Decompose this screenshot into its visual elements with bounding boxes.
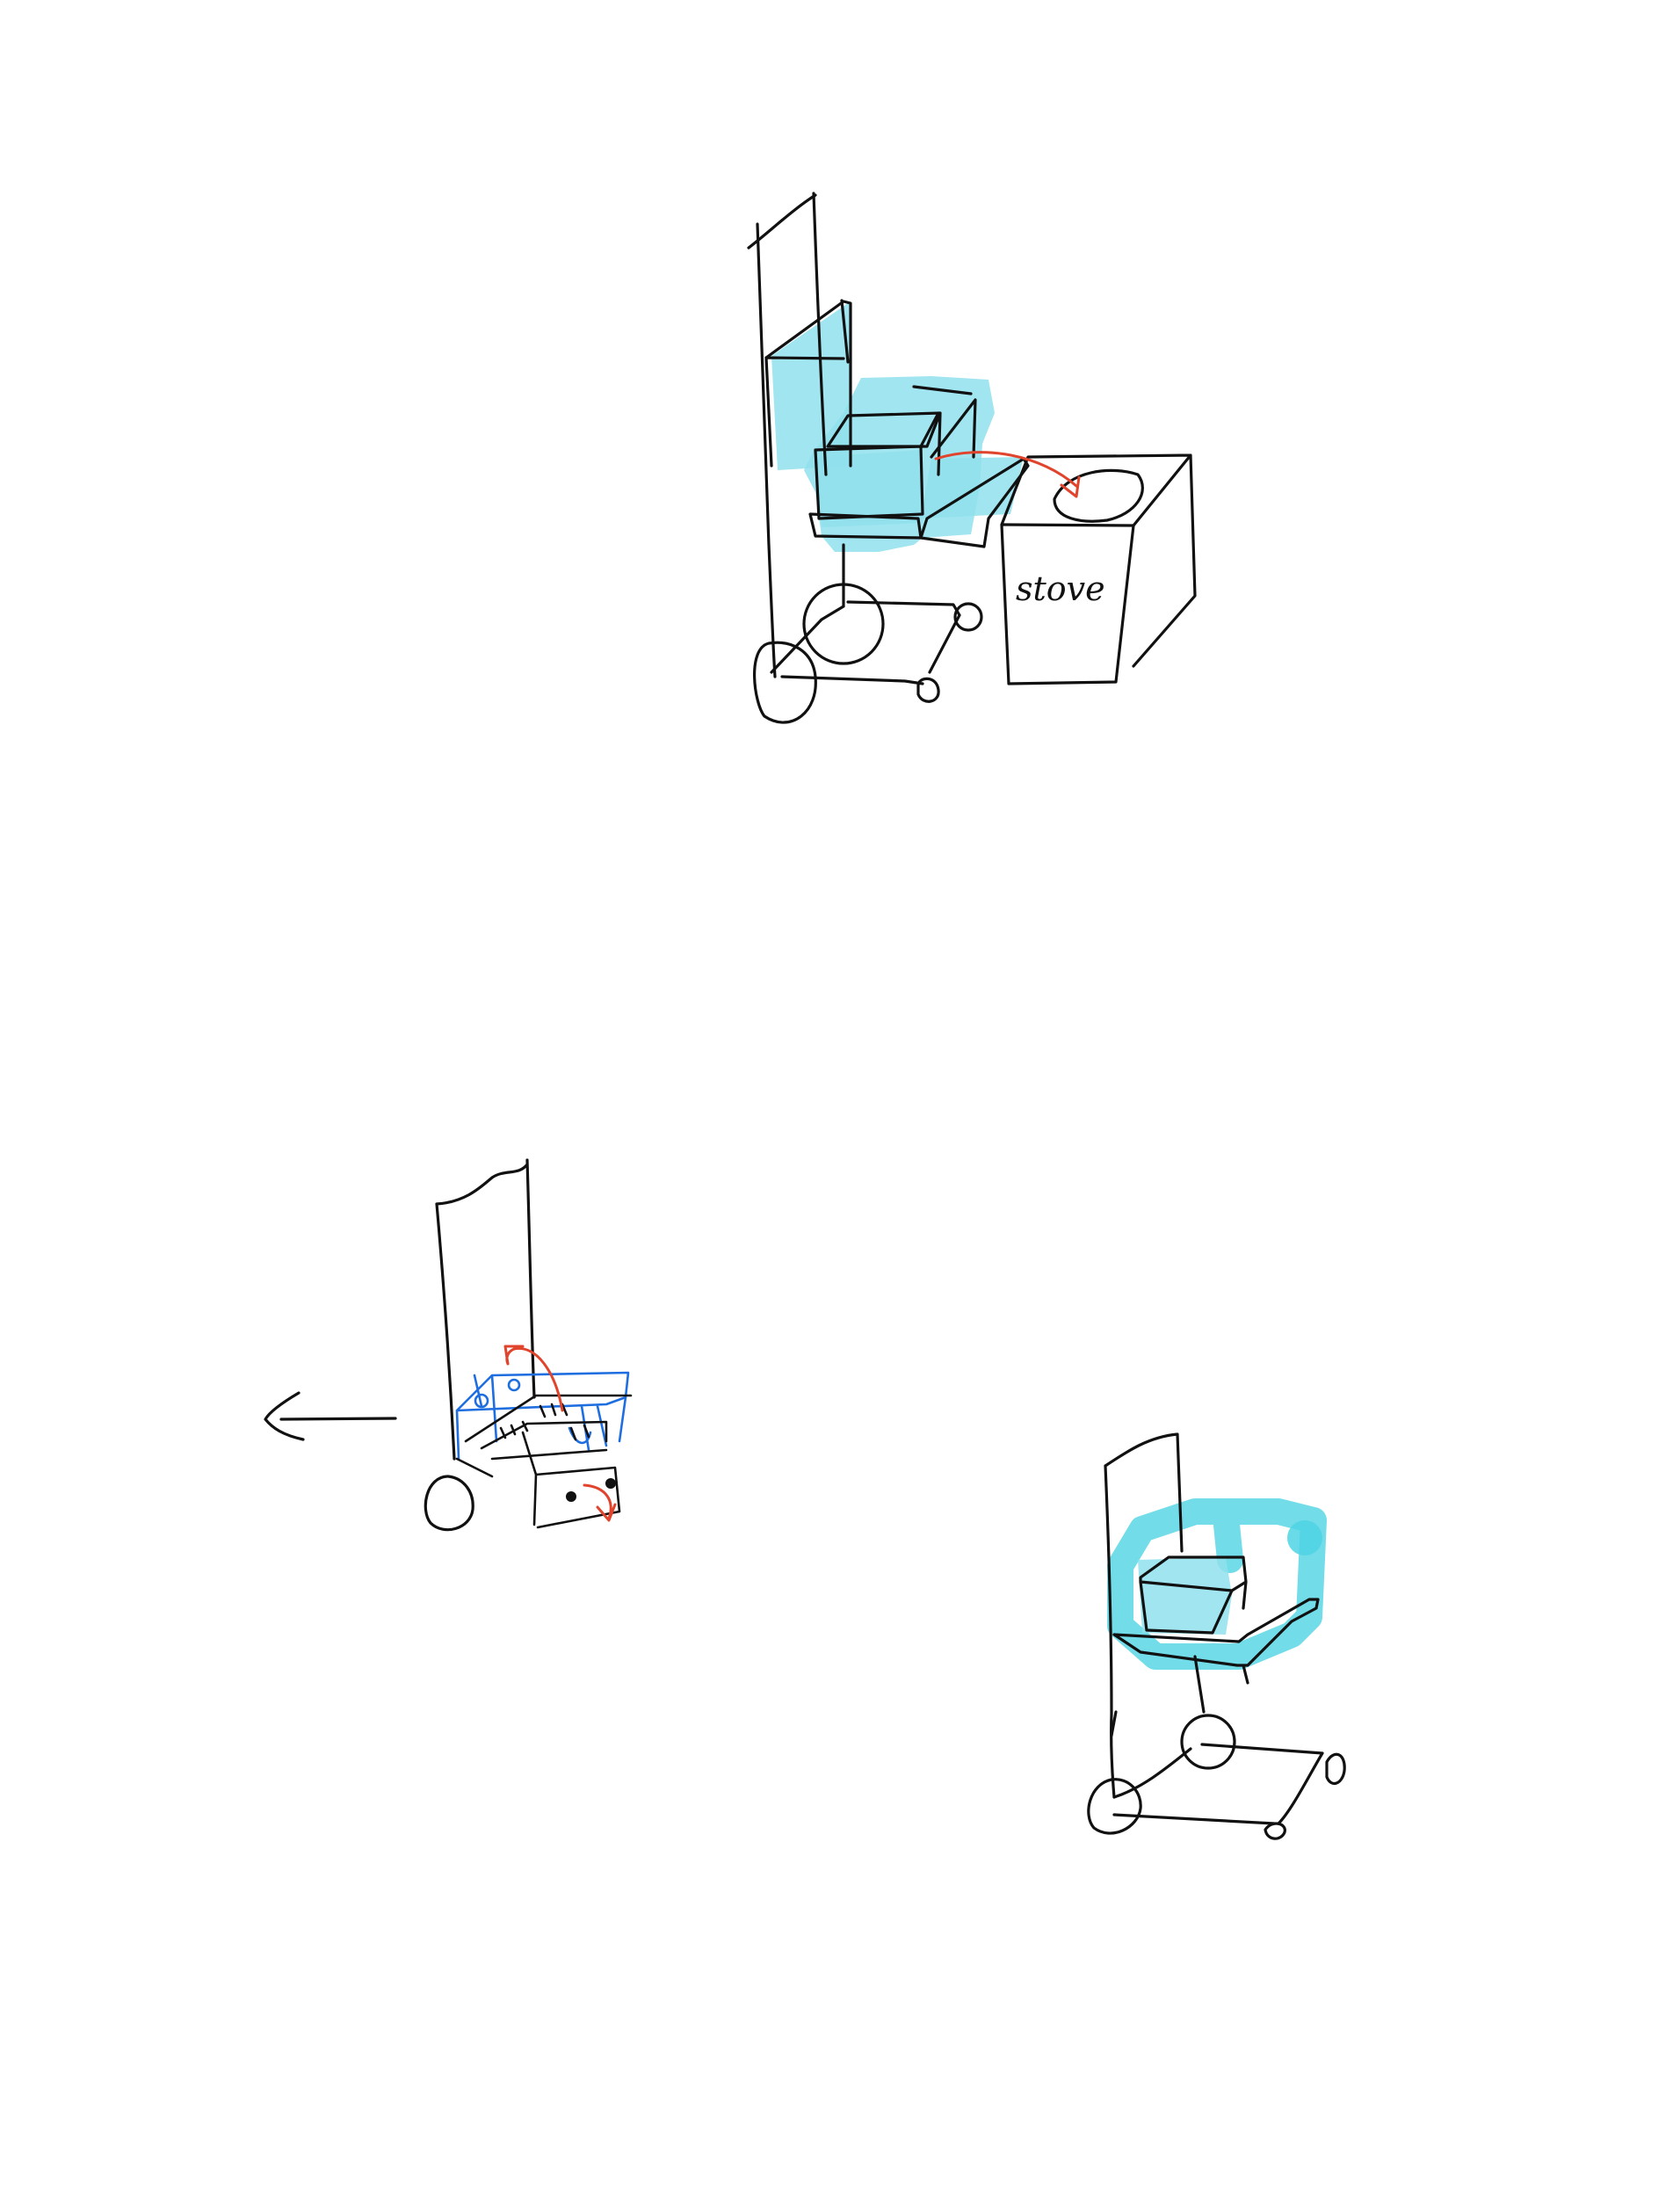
stove-box <box>1000 453 1197 685</box>
cyan-corner <box>1287 1520 1322 1555</box>
left-arrow <box>264 1391 397 1441</box>
rear-wheel <box>424 1475 474 1532</box>
sketch-folding-walker <box>264 1158 633 1532</box>
seat-box-front <box>814 411 940 520</box>
fold-arrow-top <box>503 1345 564 1412</box>
rear-wheel-left <box>753 641 817 724</box>
rear-wheel-right <box>802 583 885 665</box>
back-post <box>756 222 777 678</box>
blue-knob-1 <box>474 1393 489 1409</box>
frame-lower <box>1110 1655 1324 1825</box>
sketch-walker-folded <box>1087 1432 1346 1840</box>
back-post <box>1104 1432 1184 1799</box>
seat-side-panel <box>912 385 977 459</box>
frame-lower <box>770 543 961 685</box>
stove-label: stove <box>1016 569 1105 608</box>
rear-wheel-right <box>1180 1714 1236 1770</box>
swing-arrow <box>934 451 1081 498</box>
sketch-walker-stove: stove <box>747 192 1197 724</box>
caster-dot-1 <box>566 1491 576 1502</box>
cyan-seat-band <box>1107 1498 1327 1670</box>
stove-burner <box>1053 468 1144 523</box>
blue-knob-2 <box>507 1378 521 1392</box>
seat-frame <box>1112 1598 1320 1685</box>
back-post-right <box>812 192 828 476</box>
front-caster-left <box>1264 1822 1286 1840</box>
back-column <box>435 1158 536 1461</box>
front-caster-left <box>916 677 940 703</box>
front-caster-right <box>1325 1752 1346 1786</box>
caster-dot-2 <box>605 1478 616 1489</box>
tray-inner <box>455 1394 633 1529</box>
fold-arrow-bottom <box>583 1483 617 1522</box>
seat-box <box>1139 1555 1248 1635</box>
rear-wheel-left <box>1087 1778 1142 1835</box>
back-top <box>747 193 817 250</box>
front-caster-right <box>953 602 983 632</box>
backrest <box>764 299 852 468</box>
blue-tray-frame <box>455 1371 630 1461</box>
tray-hatching <box>499 1403 590 1441</box>
